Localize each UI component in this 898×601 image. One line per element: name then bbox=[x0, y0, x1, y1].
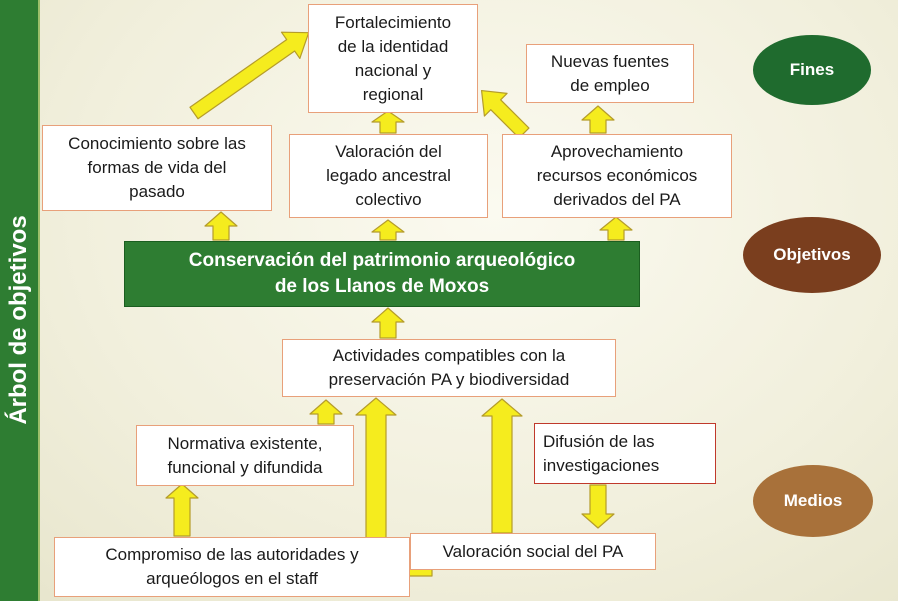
legend-fines: Fines bbox=[753, 35, 871, 105]
arrow-central-to-conocimiento bbox=[204, 211, 238, 241]
arrow-compromiso-to-actividades bbox=[355, 397, 397, 539]
arrow-social-to-actividades bbox=[481, 398, 523, 534]
box-nuevas-fuentes: Nuevas fuentes de empleo bbox=[526, 44, 694, 103]
arrow-compromiso-to-normativa bbox=[165, 483, 199, 537]
box-aprovechamiento: Aprovechamiento recursos económicos deri… bbox=[502, 134, 732, 218]
legend-medios: Medios bbox=[753, 465, 873, 537]
box-valoracion-legado: Valoración del legado ancestral colectiv… bbox=[289, 134, 488, 218]
box-actividades: Actividades compatibles con la preservac… bbox=[282, 339, 616, 397]
arrow-actividades-to-central bbox=[371, 307, 405, 339]
box-compromiso: Compromiso de las autoridades y arqueólo… bbox=[54, 537, 410, 597]
arrow-conocimiento-to-fortalecimiento bbox=[189, 31, 310, 120]
arrow-central-to-aprovechamiento bbox=[599, 216, 633, 241]
box-conocimiento: Conocimiento sobre las formas de vida de… bbox=[42, 125, 272, 211]
sidebar-divider bbox=[38, 0, 40, 601]
arrow-central-to-legado bbox=[371, 219, 405, 241]
sidebar: Árbol de objetivos bbox=[0, 0, 38, 601]
arrow-aprovechamiento-to-empleo bbox=[581, 105, 615, 134]
arrow-aprovechamiento-to-fortalecimiento bbox=[480, 89, 530, 139]
arrow-legado-to-fortalecimiento bbox=[371, 110, 405, 134]
box-valoracion-social: Valoración social del PA bbox=[410, 533, 656, 570]
box-conservacion-central: Conservación del patrimonio arqueológico… bbox=[124, 241, 640, 307]
legend-objetivos: Objetivos bbox=[743, 217, 881, 293]
arrow-normativa-to-actividades bbox=[309, 399, 343, 425]
box-difusion: Difusión de las investigaciones bbox=[534, 423, 716, 484]
box-fortalecimiento: Fortalecimiento de la identidad nacional… bbox=[308, 4, 478, 113]
box-normativa: Normativa existente, funcional y difundi… bbox=[136, 425, 354, 486]
arrow-difusion-to-social bbox=[581, 484, 615, 529]
